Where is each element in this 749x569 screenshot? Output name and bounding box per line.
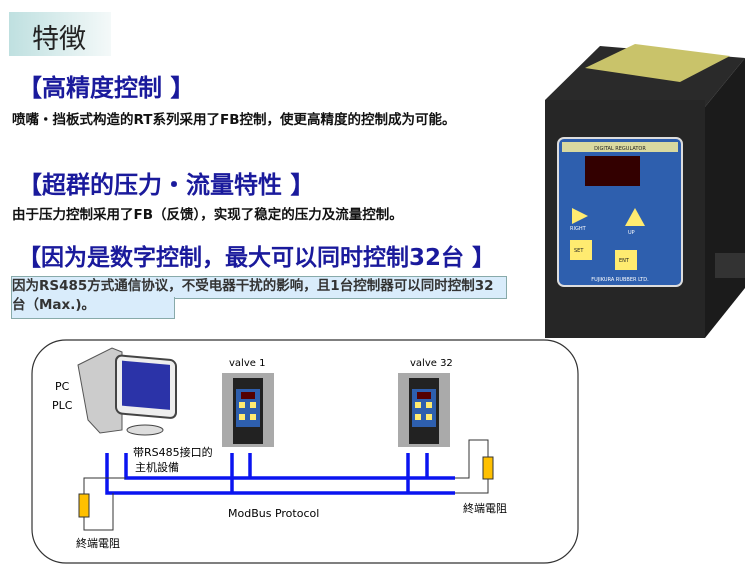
terminator-wires [83,439,489,531]
left-terminator-resistor [78,493,90,518]
text-digital: 因为RS485方式通信协议，不受电器干扰的影响，且1台控制器可以同时控制32台（… [12,278,494,313]
up-button-label: UP [628,230,635,236]
heading-precision: 【高精度控制 】 [18,74,195,102]
section-header: 特徴 [9,12,111,56]
valve32-label: valve 32 [410,358,453,369]
terminator-left-label: 終端電阻 [76,536,120,550]
ent-button-label: ENT [619,258,630,264]
valve32-image [398,373,450,447]
heading-pressure-flow: 【超群的压力・流量特性 】 [18,171,315,199]
text-pressure-flow: 由于压力控制采用了FB（反馈），实现了稳定的压力及流量控制。 [12,207,403,223]
device-brand: FUJIKURA RUBBER LTD. [591,277,649,283]
header-title: 特徴 [32,24,86,55]
set-button-label: SET [574,248,584,254]
computer-icon [77,347,177,436]
device-label: DIGITAL REGULATOR [594,146,646,152]
protocol-label: ModBus Protocol [228,507,319,520]
pc-label: PC [55,380,70,393]
right-terminator-resistor [482,456,494,480]
regulator-photo: DIGITAL REGULATOR RIGHT UP SET ENT FUJIK… [545,44,745,338]
heading-digital: 【因为是数字控制，最大可以同时控制32台 】 [18,245,496,271]
valve1-image [222,373,274,447]
plc-label: PLC [52,399,73,412]
valve1-label: valve 1 [229,358,265,369]
terminator-right-label: 終端電阻 [463,501,507,515]
diagram-frame [31,339,579,564]
host-label-1: 带RS485接口的 [133,445,213,459]
right-button-label: RIGHT [570,226,587,232]
host-label-2: 主机設備 [135,460,179,474]
text-precision: 喷嘴・挡板式构造的RT系列采用了FB控制，使更高精度的控制成为可能。 [12,112,456,128]
highlighted-text: 因为RS485方式通信协议，不受电器干扰的影响，且1台控制器可以同时控制32台（… [11,276,507,319]
